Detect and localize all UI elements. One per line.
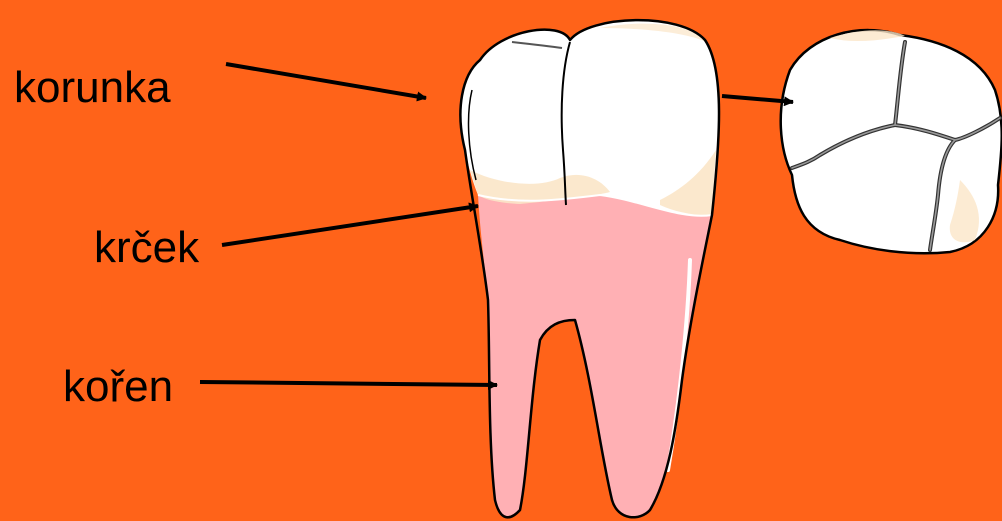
molar-top-view [781, 30, 1002, 253]
crown-label: korunka [14, 66, 171, 110]
root-label: kořen [63, 365, 173, 409]
neck-label: krček [94, 226, 199, 270]
